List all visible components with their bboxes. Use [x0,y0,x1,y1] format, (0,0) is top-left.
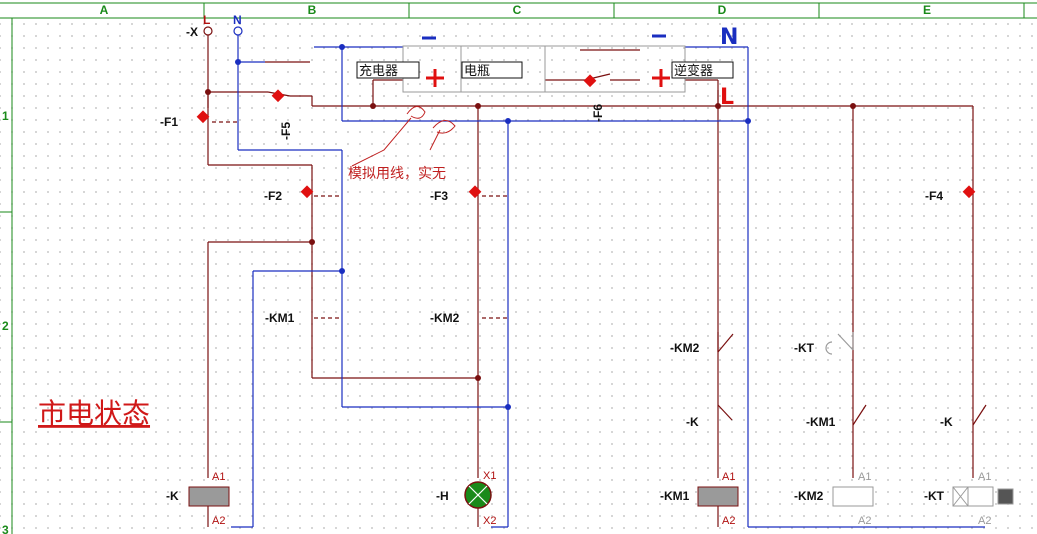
coil-km1-label: -KM1 [660,489,690,503]
lamp-h-label: -H [436,489,449,503]
terminal-n [233,26,243,36]
coil-km1-a1: A1 [722,471,735,483]
k-contact-d [717,404,733,421]
coil-km1 [697,486,739,507]
junction-dots [205,44,856,410]
live-hand-mark: L [720,85,734,110]
terminal-l-label: L [203,13,210,27]
column-header-d: D [718,3,727,17]
f1-label: -F1 [160,115,178,129]
f6-label: -F6 [591,104,605,122]
kt-contact [825,332,854,355]
column-header-a: A [100,3,109,17]
charger-box [356,61,420,79]
neutral-hand-mark: N [720,25,738,50]
kt-timer-block [997,488,1014,505]
km1-contact-e [852,404,867,426]
f3-label: -F3 [430,189,448,203]
lamp-x2: X2 [483,515,496,527]
k-contact-d-label: -K [686,415,699,429]
neutral-wiring [231,35,985,528]
coil-kt-mark [952,486,969,507]
lamp-x1: X1 [483,470,496,482]
km2-contact-d-label: -KM2 [670,341,700,355]
coil-kt [952,486,994,507]
state-title: 市电状态 [38,397,150,430]
terminal-n-label: N [233,13,242,27]
coil-km2 [832,486,874,507]
coil-km2-a2: A2 [858,515,871,527]
terminal-x-label: -X [186,25,198,39]
km1-contact-label: -KM1 [265,311,295,325]
coil-kt-a2: A2 [978,515,991,527]
terminal-l [203,26,213,36]
breaker-linkages [212,121,508,319]
coil-km1-a2: A2 [722,515,735,527]
simulated-wire-note: 模拟用线，实无 [348,166,446,182]
breaker-markers [196,74,976,199]
km1-contact-e-label: -KM1 [806,415,836,429]
device-enclosure [402,45,686,93]
coil-kt-label: -KT [924,489,945,503]
coil-k-label: -K [166,489,179,503]
k-contact-e-label: -K [940,415,953,429]
f5-label: -F5 [279,122,293,140]
inverter-box [671,61,734,79]
coil-km2-a1: A1 [858,471,871,483]
coil-km2-label: -KM2 [794,489,824,503]
polarity-marks [422,34,670,87]
coil-k [188,486,230,507]
coil-k-a1: A1 [212,471,225,483]
coil-kt-a1: A1 [978,471,991,483]
inverter-label: 逆变器 [674,63,713,78]
charger-label: 充电器 [359,63,398,78]
row-header-2: 2 [2,319,9,333]
simulated-wire-sketch [351,106,456,167]
column-header-e: E [923,3,931,17]
k-contact-e [972,404,987,426]
live-wiring [207,35,974,527]
f4-label: -F4 [925,189,943,203]
battery-label: 电瓶 [464,63,490,78]
coil-k-a2: A2 [212,515,225,527]
row-header-1: 1 [2,109,9,123]
lamp-cross [468,485,488,505]
column-header-b: B [308,3,317,17]
km2-contact-d [717,332,734,353]
f2-label: -F2 [264,189,282,203]
kt-contact-label: -KT [794,341,815,355]
column-header-c: C [513,3,522,17]
battery-box [461,61,523,79]
row-header-3: 3 [2,523,9,534]
km2-contact-label: -KM2 [430,311,460,325]
